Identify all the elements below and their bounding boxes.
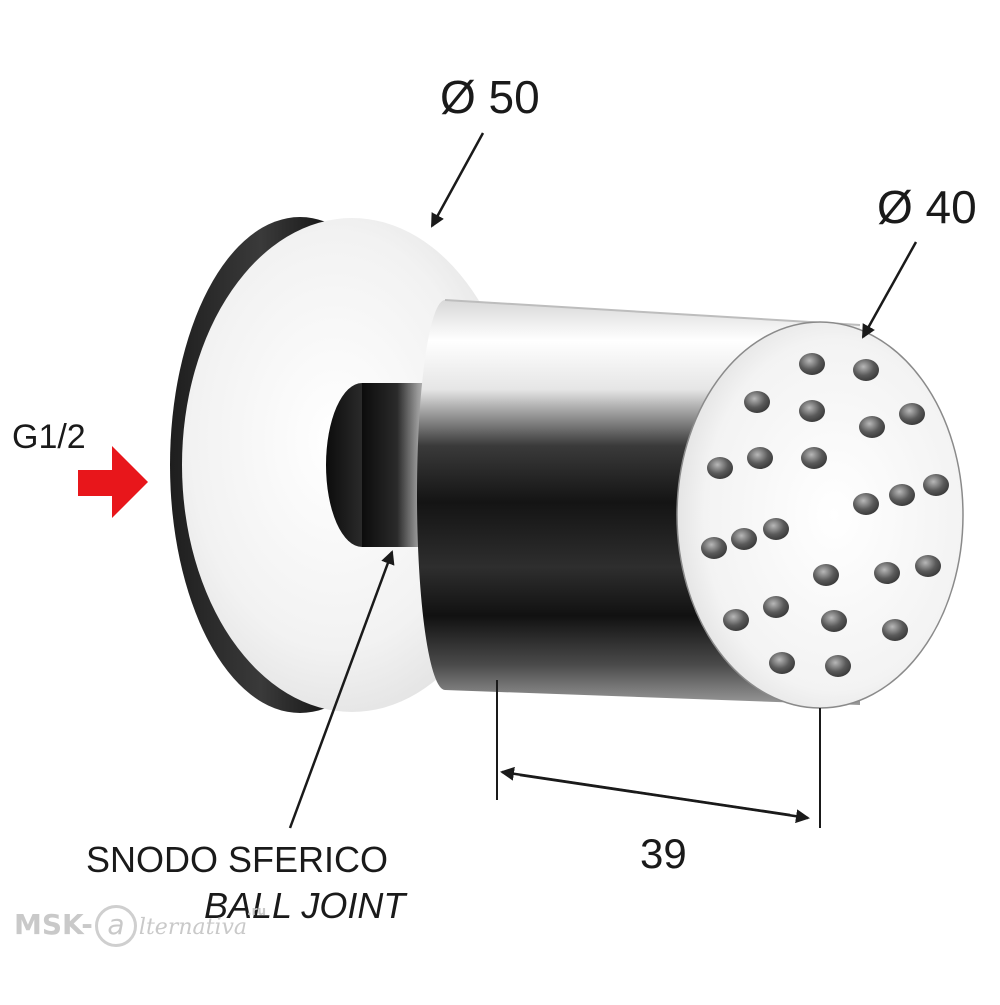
nozzle — [882, 619, 908, 641]
ball-joint-leader-arrow — [288, 550, 395, 829]
shower-head-face — [676, 321, 964, 709]
nozzle — [899, 403, 925, 425]
nozzle — [799, 353, 825, 375]
nozzle — [747, 447, 773, 469]
inlet-thread-label: G1/2 — [12, 418, 86, 456]
nozzle — [723, 609, 749, 631]
nozzle — [825, 655, 851, 677]
nozzle — [923, 474, 949, 496]
nozzle — [853, 359, 879, 381]
nozzle — [859, 416, 885, 438]
nozzle — [853, 493, 879, 515]
nozzle — [763, 596, 789, 618]
nozzle — [707, 457, 733, 479]
nozzle — [763, 518, 789, 540]
outer-diameter-label: Ø 50 — [440, 71, 540, 123]
nozzle — [874, 562, 900, 584]
ball-joint-label-english: BALL JOINT — [204, 885, 406, 926]
diameter-40-leader-arrow — [861, 241, 918, 339]
watermark-rest: lternativa — [138, 915, 248, 940]
watermark-suffix: .ru — [247, 904, 267, 918]
inlet-arrow-icon — [78, 446, 148, 518]
nozzle — [889, 484, 915, 506]
diameter-50-leader-arrow — [430, 132, 485, 228]
nozzle — [701, 537, 727, 559]
nozzle — [744, 391, 770, 413]
nozzle — [731, 528, 757, 550]
nozzle — [799, 400, 825, 422]
watermark-ring-letter: a — [94, 905, 137, 947]
nozzle — [915, 555, 941, 577]
head-diameter-label: Ø 40 — [877, 181, 977, 233]
nozzle-group — [701, 353, 949, 677]
nozzle — [769, 652, 795, 674]
nozzle — [801, 447, 827, 469]
nozzle — [813, 564, 839, 586]
dimension-arrow-left — [500, 766, 791, 817]
ball-joint-label-italian: SNODO SFERICO — [86, 839, 389, 880]
nozzle — [821, 610, 847, 632]
head-length-label: 39 — [640, 830, 687, 877]
watermark-prefix: MSK- — [14, 908, 93, 941]
